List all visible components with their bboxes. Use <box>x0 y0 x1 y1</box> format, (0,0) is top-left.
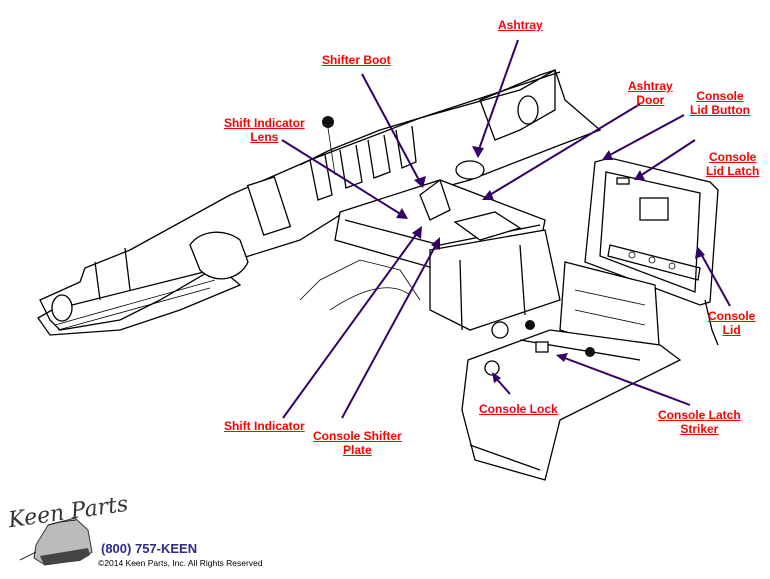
label-console-lock[interactable]: Console Lock <box>479 402 558 416</box>
keen-parts-logo-car <box>19 517 93 566</box>
dash-structure <box>37 69 602 336</box>
label-console-lid-button[interactable]: Console Lid Button <box>690 89 750 117</box>
label-console-latch-striker[interactable]: Console Latch Striker <box>658 408 741 436</box>
label-console-shifter-plate[interactable]: Console Shifter Plate <box>313 429 402 457</box>
label-shift-indicator[interactable]: Shift Indicator <box>224 419 305 433</box>
label-console-lid[interactable]: Console Lid <box>708 309 756 337</box>
phone-number[interactable]: (800) 757-KEEN <box>101 541 198 556</box>
copyright-text: ©2014 Keen Parts, Inc. All Rights Reserv… <box>98 558 263 568</box>
label-shift-indicator-lens[interactable]: Shift Indicator Lens <box>224 116 305 144</box>
console-base <box>299 160 561 339</box>
label-shifter-boot[interactable]: Shifter Boot <box>322 53 391 67</box>
console-rear-body <box>461 261 682 481</box>
console-lid-part <box>584 157 719 346</box>
label-ashtray[interactable]: Ashtray <box>498 18 543 32</box>
label-ashtray-door[interactable]: Ashtray Door <box>628 79 673 107</box>
leader-arrows <box>281 39 731 419</box>
label-console-lid-latch[interactable]: Console Lid Latch <box>706 150 760 178</box>
